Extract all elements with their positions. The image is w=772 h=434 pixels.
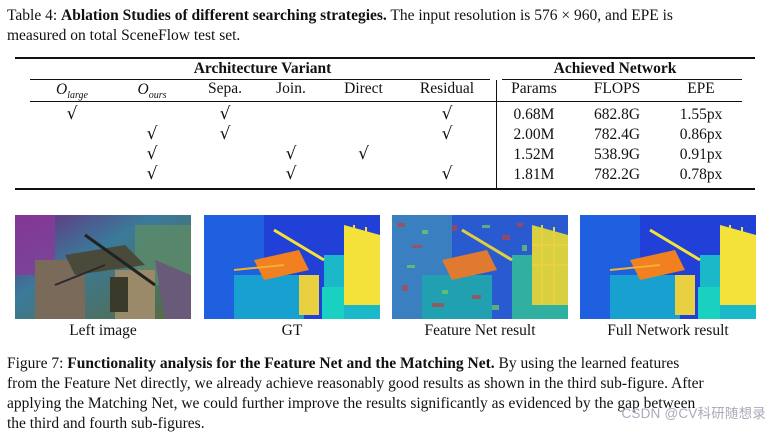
table-cell-params: 1.52M — [513, 146, 555, 163]
table-cell-epe: 0.86px — [679, 126, 723, 143]
table-caption-text-b: measured on total SceneFlow test set. — [7, 27, 241, 44]
col-header-direct: Direct — [344, 80, 383, 97]
full-network-image — [580, 215, 756, 319]
table-cell-o-ours: √ — [146, 164, 158, 184]
figure-caption-line3: applying the Matching Net, we could furt… — [7, 395, 696, 412]
table-cell-sepa: √ — [219, 104, 231, 124]
gt-image — [204, 215, 380, 319]
col-header-o-ours: Oours — [137, 81, 167, 102]
col-header-o-large: Olarge — [56, 81, 88, 102]
col-header-epe: EPE — [687, 80, 715, 97]
group-header-architecture: Architecture Variant — [193, 60, 332, 77]
col-header-residual: Residual — [419, 80, 475, 97]
group-rule-right — [502, 79, 742, 80]
table-cell-flops: 782.2G — [593, 166, 641, 183]
table-cell-params: 1.81M — [513, 166, 555, 183]
table-cell-epe: 1.55px — [679, 106, 723, 123]
col-header-sepa: Sepa. — [207, 80, 242, 97]
figure-caption-line2: from the Feature Net directly, we alread… — [7, 375, 704, 392]
label-left-image: Left image — [69, 322, 137, 339]
feature-net-image — [392, 215, 568, 319]
figure-caption-label: Figure 7: — [7, 355, 64, 372]
table-cell-join: √ — [285, 144, 297, 164]
table-caption-title: Ablation Studies of different searching … — [61, 7, 387, 24]
group-rule-left — [30, 79, 490, 80]
table-cell-params: 2.00M — [513, 126, 555, 143]
watermark: CSDN @CV科研随想录 — [621, 406, 766, 421]
left-image-graphic — [15, 215, 191, 319]
figure-caption-line1: By using the learned features — [498, 355, 680, 372]
full-network-graphic — [580, 215, 756, 319]
table-cell-residual: √ — [441, 164, 453, 184]
label-full-network: Full Network result — [607, 322, 729, 339]
table-cell-epe: 0.78px — [679, 166, 723, 183]
table-cell-join: √ — [285, 164, 297, 184]
col-header-join: Join. — [276, 80, 306, 97]
table-cell-o-ours: √ — [146, 124, 158, 144]
gt-disparity-graphic — [204, 215, 380, 319]
figure-caption-line4: the third and fourth sub-figures. — [7, 415, 205, 432]
table-cell-residual: √ — [441, 104, 453, 124]
feature-net-graphic — [392, 215, 568, 319]
label-feature-net: Feature Net result — [424, 322, 536, 339]
group-header-achieved: Achieved Network — [553, 60, 677, 77]
table-caption: Table 4: Ablation Studies of different s… — [7, 6, 767, 46]
header-rule — [30, 101, 742, 102]
table-cell-residual: √ — [441, 124, 453, 144]
vertical-rule — [496, 80, 497, 188]
table-cell-sepa: √ — [219, 124, 231, 144]
table-cell-flops: 782.4G — [593, 126, 641, 143]
table-bottom-rule — [15, 188, 755, 190]
table-cell-o-ours: √ — [146, 144, 158, 164]
table-cell-direct: √ — [358, 144, 369, 164]
table-cell-o-large: √ — [66, 104, 78, 124]
table-caption-text-a: The input resolution is 576 × 960, and E… — [390, 7, 673, 24]
figure-caption: Figure 7: Functionality analysis for the… — [7, 354, 767, 434]
table-cell-flops: 538.9G — [593, 146, 641, 163]
table-cell-epe: 0.91px — [679, 146, 723, 163]
table-cell-params: 0.68M — [513, 106, 555, 123]
table-cell-flops: 682.8G — [593, 106, 641, 123]
table-top-rule — [15, 57, 755, 59]
table-caption-label: Table 4: — [7, 7, 58, 24]
figure-caption-title: Functionality analysis for the Feature N… — [67, 355, 495, 372]
left-image — [15, 215, 191, 319]
col-header-params: Params — [511, 80, 557, 97]
label-gt: GT — [281, 322, 303, 339]
col-header-flops: FLOPS — [593, 80, 641, 97]
